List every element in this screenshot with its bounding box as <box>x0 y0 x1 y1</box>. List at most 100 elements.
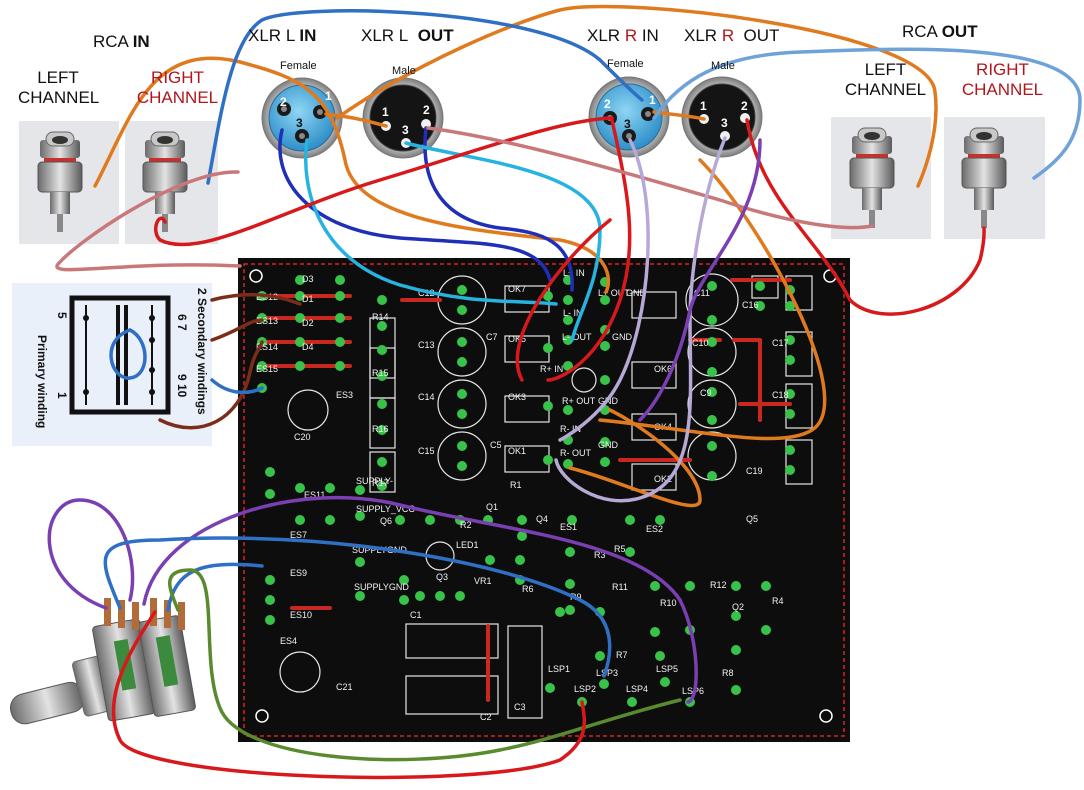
component-ok2: OK2 <box>654 474 672 484</box>
solder-pad <box>731 685 741 695</box>
wire-pink-18 <box>426 126 874 230</box>
component-outline <box>785 439 813 485</box>
wire-orange-1 <box>93 56 611 294</box>
component-q3: Q3 <box>436 572 448 582</box>
solder-pad <box>355 591 365 601</box>
potentiometer <box>9 598 196 725</box>
pad-l-out-n: L- OUT <box>562 332 592 342</box>
component-r7: R7 <box>616 650 628 660</box>
wires <box>47 4 1082 780</box>
capacitor-outline <box>437 431 487 481</box>
component-c15: C15 <box>418 446 435 456</box>
component-q1: Q1 <box>486 502 498 512</box>
component-outline <box>369 451 396 493</box>
xlr-l-in-female-label: Female <box>280 60 317 72</box>
component-c16: C16 <box>742 300 759 310</box>
solder-pad <box>761 625 771 635</box>
solder-pad <box>563 405 573 415</box>
solder-pad <box>265 467 275 477</box>
solder-pad <box>543 455 553 465</box>
solder-pad <box>600 457 610 467</box>
solder-pad <box>377 371 387 381</box>
solder-pad <box>563 361 573 371</box>
component-es4: ES4 <box>280 636 297 646</box>
pad-l-gnd2: GND <box>612 332 633 342</box>
solder-pad <box>377 321 387 331</box>
component-d3: D3 <box>302 274 314 284</box>
component-q4: Q4 <box>536 514 548 524</box>
pad-l-in-p: L+ IN <box>563 268 585 278</box>
component-r10: R10 <box>660 598 677 608</box>
capacitor-outline <box>279 651 321 693</box>
xlr-l-out-pin3: 3 <box>402 123 409 137</box>
rca-out-right-jack <box>944 117 1045 239</box>
solder-pad <box>265 489 275 499</box>
component-r3: R3 <box>594 550 606 560</box>
solder-pad <box>785 301 795 311</box>
wire-red-13 <box>154 116 614 247</box>
xlr-l-in-pin3: 3 <box>296 116 303 130</box>
solder-pad <box>563 335 573 345</box>
component-c18: C18 <box>772 390 789 400</box>
solder-pad <box>457 389 467 399</box>
component-r2: R2 <box>460 520 472 530</box>
solder-pad <box>655 515 665 525</box>
xlr-l-in-pin1: 1 <box>325 89 332 103</box>
solder-pad <box>335 337 345 347</box>
solder-pad <box>565 547 575 557</box>
xlr-l-in-title: XLR L IN <box>248 26 317 45</box>
solder-pad <box>399 575 409 585</box>
solder-pad <box>627 697 637 707</box>
solder-pad <box>785 389 795 399</box>
solder-pad <box>543 401 553 411</box>
xlr-r-out-male: 1 2 3 <box>681 76 763 158</box>
component-es9: ES9 <box>290 568 307 578</box>
solder-pad <box>335 275 345 285</box>
wire-cyan-11 <box>303 138 558 306</box>
solder-pad <box>265 615 275 625</box>
solder-pad <box>785 465 795 475</box>
pad-supply-vcc: SUPPLY_VCC <box>356 504 415 514</box>
wire-red-16 <box>515 218 612 382</box>
pcb-component-labels: D1D2D3D4ES12ES13ES14ES15ES3C20ES11ES7ES9… <box>256 274 789 722</box>
solder-pad <box>655 651 665 661</box>
component-q5: Q5 <box>746 514 758 524</box>
wire-purple-21 <box>638 138 762 422</box>
pad-r-in-p: R+ IN <box>540 364 563 374</box>
pcb-board <box>238 258 850 742</box>
component-lsp2: LSP2 <box>574 684 596 694</box>
wire-brown-29 <box>210 318 264 342</box>
pad-r-out-p: R+ OUT <box>562 396 596 406</box>
solder-pad <box>257 361 267 371</box>
solder-pad <box>457 441 467 451</box>
capacitor-outline <box>685 273 739 327</box>
component-ok6: OK6 <box>654 364 672 374</box>
solder-pad <box>660 677 670 687</box>
component-led1: LED1 <box>456 540 479 550</box>
xlr-r-in-pin2: 2 <box>604 97 611 111</box>
component-c10: C10 <box>692 338 709 348</box>
xlr-r-in-female-label: Female <box>607 58 644 70</box>
xlr-l-out-male: 1 2 3 <box>362 77 444 159</box>
component-r5: R5 <box>614 544 626 554</box>
wire-orange-2 <box>324 112 388 128</box>
component-outline <box>631 413 677 441</box>
xlr-l-out-male-label: Male <box>392 65 416 77</box>
component-r6: R6 <box>522 584 534 594</box>
solder-pad <box>517 515 527 525</box>
component-es10: ES10 <box>290 610 312 620</box>
component-es7: ES7 <box>290 530 307 540</box>
primary-winding-label: Primary winding <box>35 335 49 428</box>
solder-pad <box>785 355 795 365</box>
wire-navy-9 <box>278 128 552 282</box>
xlr-r-in-pin1: 1 <box>649 93 656 107</box>
solder-pad <box>707 387 717 397</box>
solder-pad <box>457 461 467 471</box>
solder-pad <box>457 337 467 347</box>
solder-pad <box>731 581 741 591</box>
component-r15: R15 <box>372 368 389 378</box>
solder-pad <box>265 575 275 585</box>
component-d2: D2 <box>302 318 314 328</box>
solder-pad <box>600 341 610 351</box>
component-c20: C20 <box>294 432 311 442</box>
